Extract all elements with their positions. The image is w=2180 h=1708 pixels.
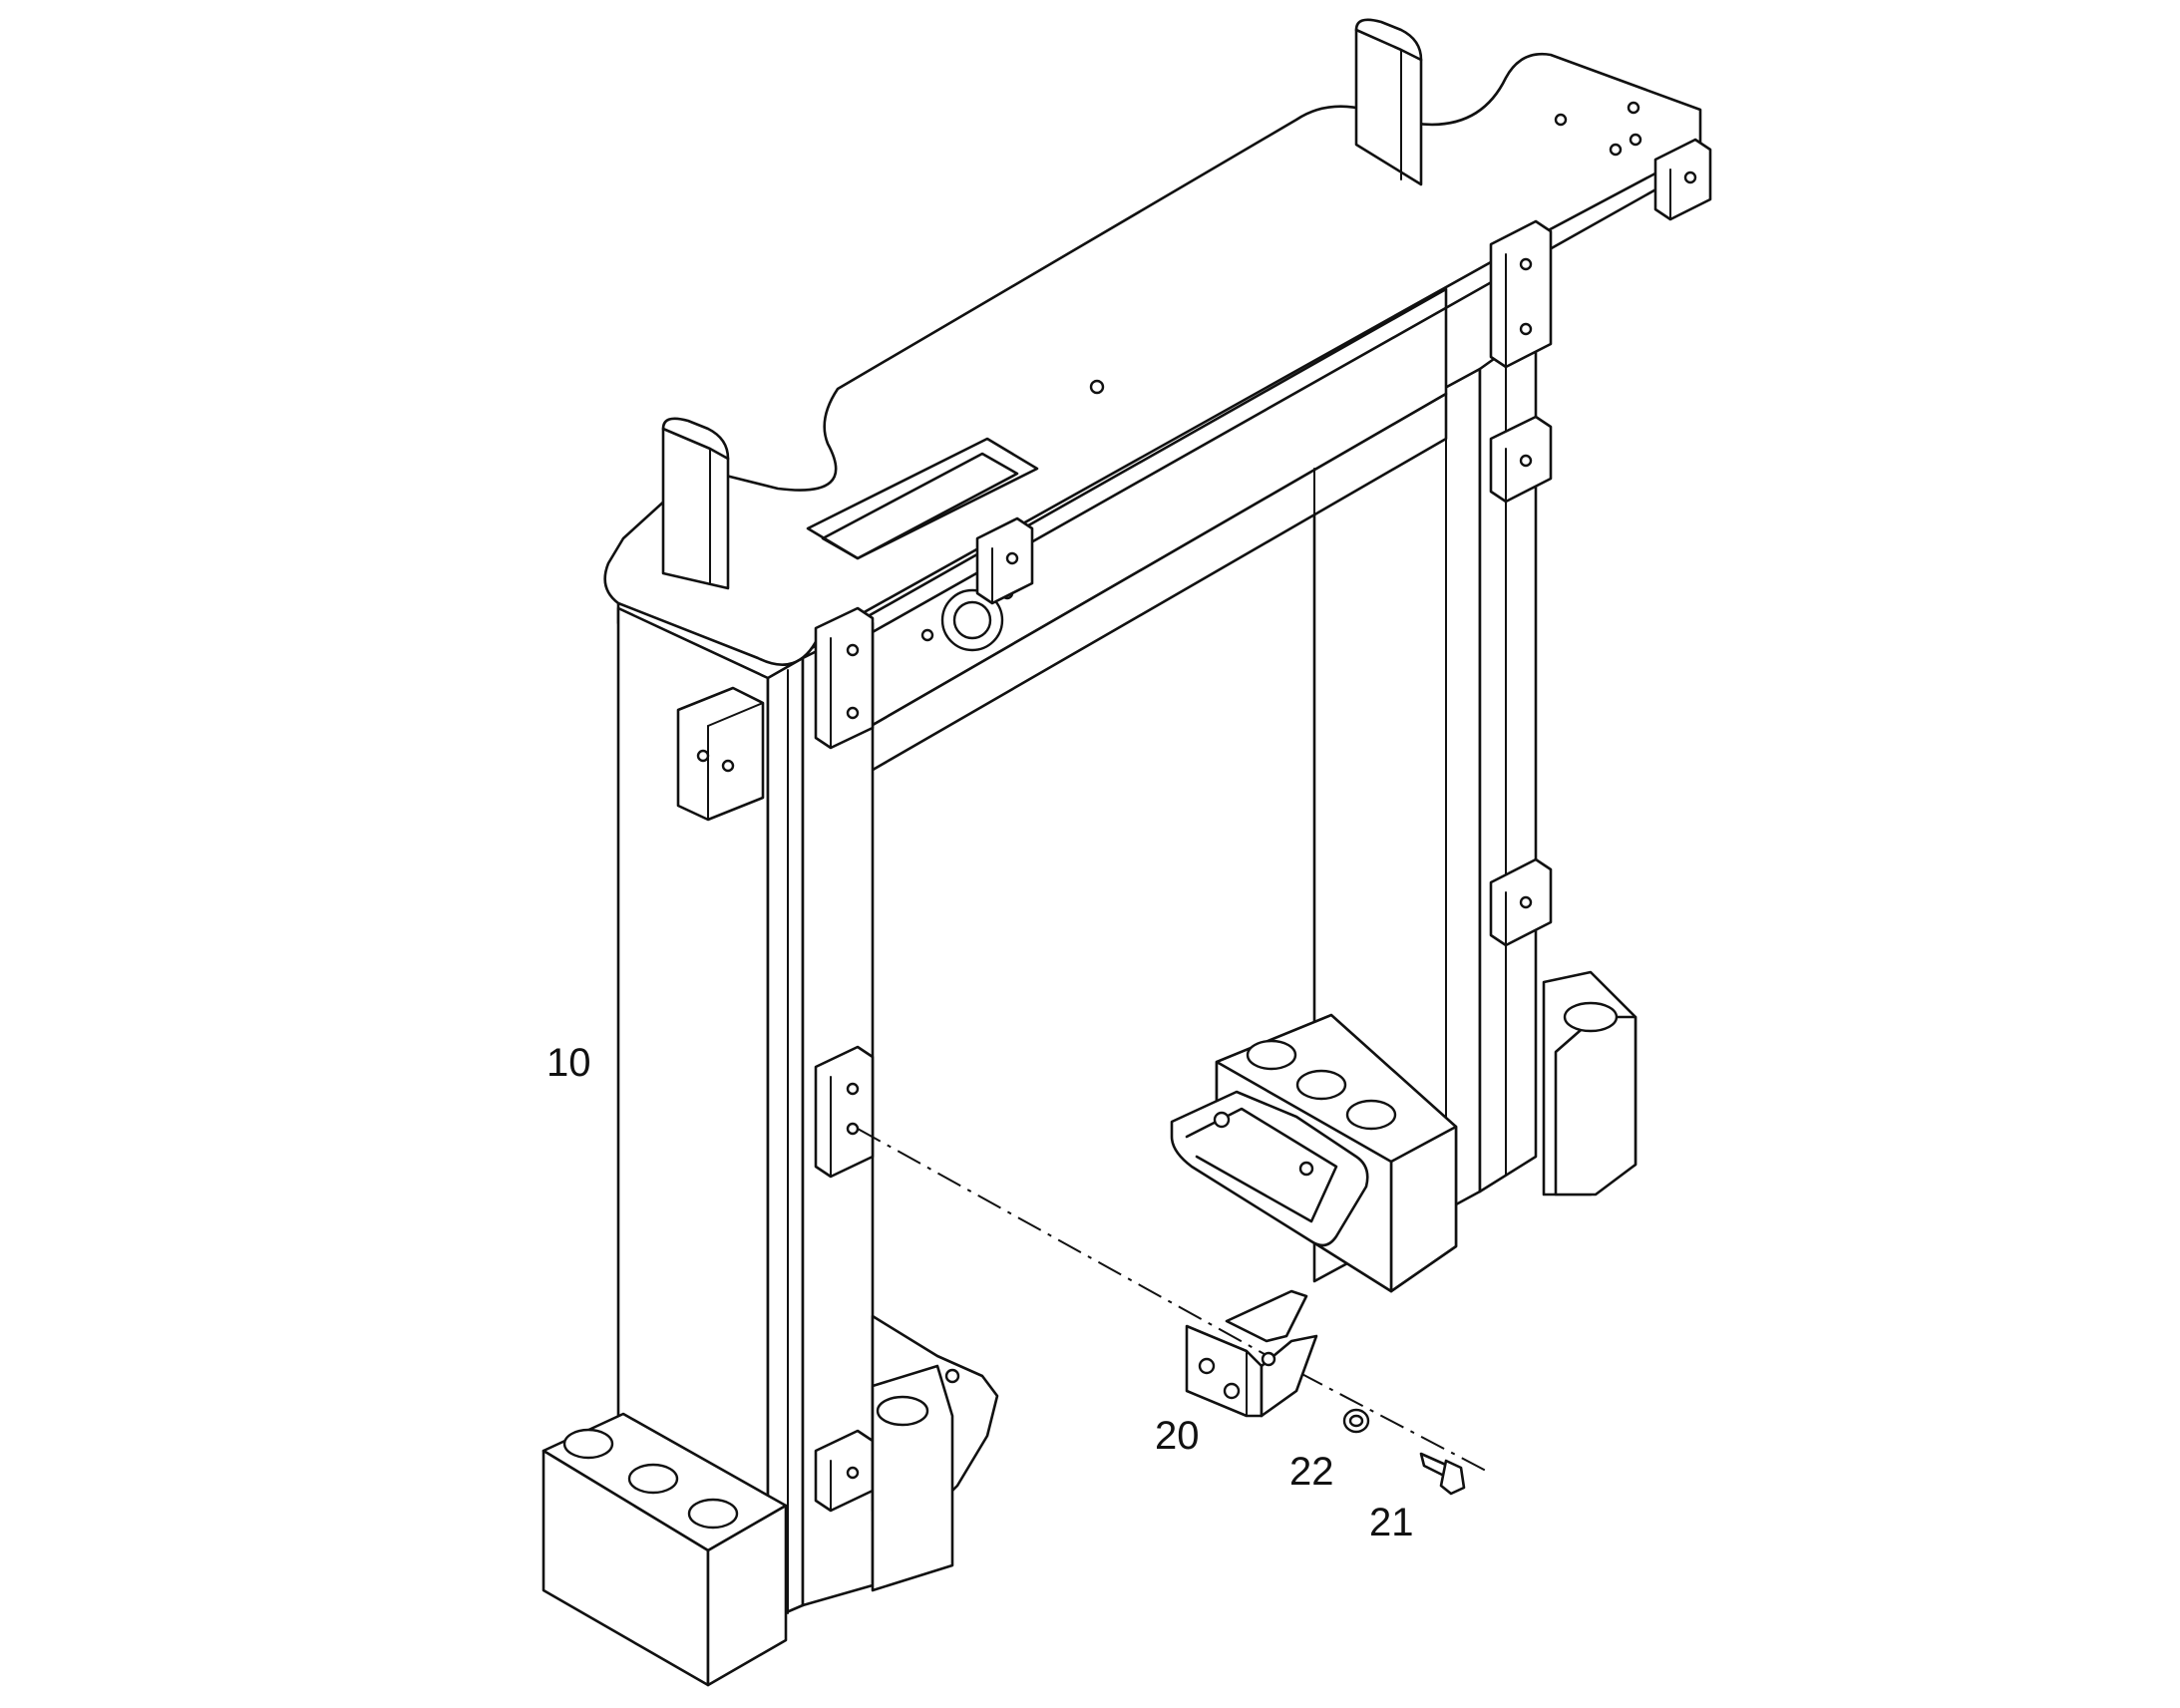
callout-21: 21 [1369, 1501, 1414, 1544]
callout-20: 20 [1155, 1414, 1200, 1458]
left-base-block [542, 1412, 788, 1687]
left-rear-base-block [871, 1314, 999, 1592]
top-tab-right [1354, 18, 1423, 186]
callout-10: 10 [546, 1041, 591, 1085]
part-20-bracket [1185, 1289, 1318, 1418]
callout-22: 22 [1289, 1450, 1334, 1494]
right-post-blocks [1489, 219, 1553, 947]
left-post-blocks [814, 606, 875, 1513]
top-blocks [975, 138, 1712, 605]
left-post [616, 606, 875, 1622]
top-tab-left [661, 417, 730, 590]
right-base-block [1170, 1013, 1458, 1293]
part-22-washer [1342, 1408, 1370, 1434]
part-21-bolt [1419, 1452, 1466, 1496]
